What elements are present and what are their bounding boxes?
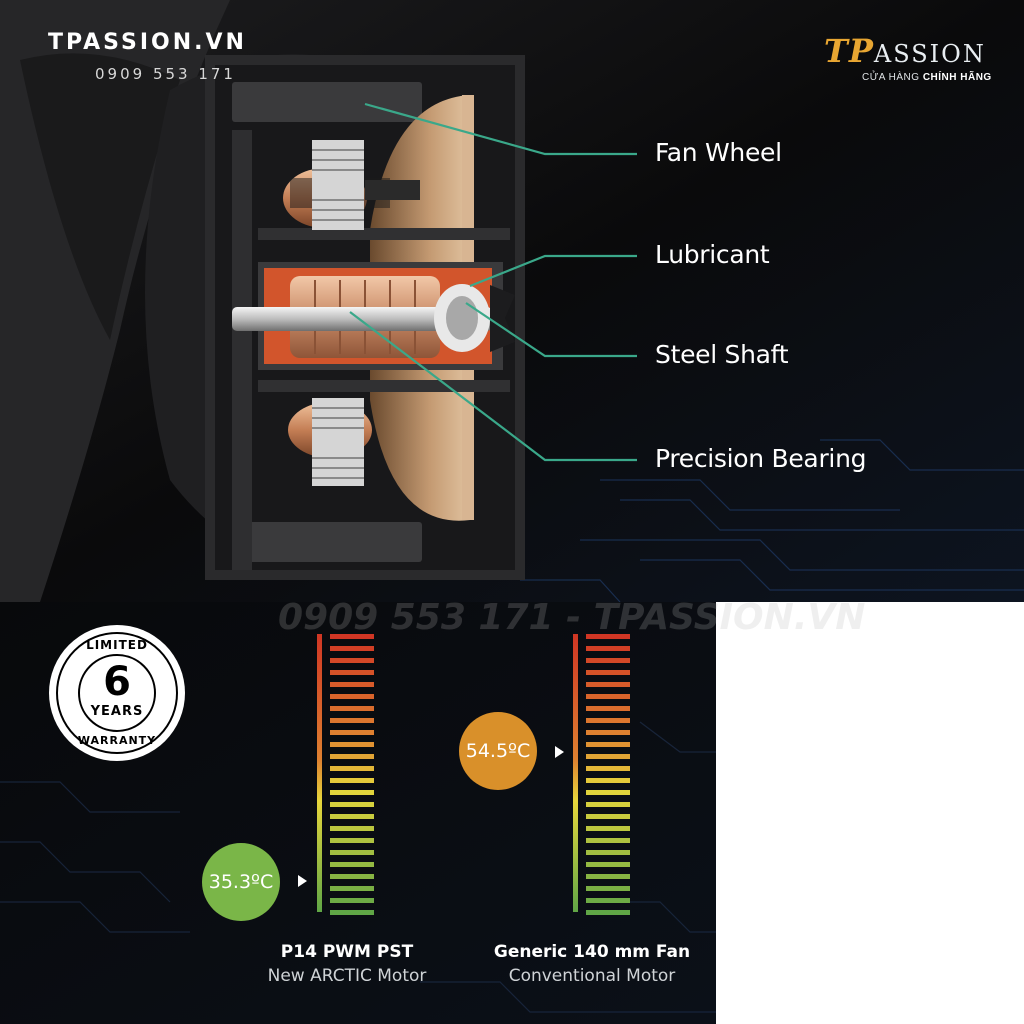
motor-diagram-panel: TPASSION.VN 0909 553 171 TPASSION CỬA HÀ… [0, 0, 1024, 602]
meter-p14-scale-line [317, 634, 322, 912]
meter-generic-segment [586, 778, 630, 783]
callout-steel-shaft: Steel Shaft [655, 340, 789, 369]
site-name: TPASSION.VN [48, 30, 247, 55]
brand-logo-wordmark: TPASSION [824, 32, 986, 70]
fan-label-p14: P14 PWM PST New ARCTIC Motor [232, 942, 462, 986]
meter-generic-segment [586, 814, 630, 819]
meter-p14-segment [330, 718, 374, 723]
warranty-warranty-text: WARRANTY [77, 734, 157, 747]
meter-generic-segment [586, 850, 630, 855]
meter-p14 [317, 634, 374, 915]
meter-p14-segment [330, 730, 374, 735]
callout-fan-wheel: Fan Wheel [655, 138, 782, 167]
fan-label-generic: Generic 140 mm Fan Conventional Motor [472, 942, 712, 986]
brand-logo: TPASSION CỬA HÀNG CHÍNH HÃNG [810, 20, 1005, 90]
meter-p14-segment [330, 814, 374, 819]
meter-p14-segment [330, 754, 374, 759]
meter-p14-segment [330, 910, 374, 915]
fan-name-p14: P14 PWM PST [280, 942, 414, 962]
meter-generic-segment [586, 634, 630, 639]
meter-p14-segment [330, 898, 374, 903]
meter-generic-scale-line [573, 634, 578, 912]
meter-p14-segment [330, 706, 374, 711]
meter-p14-segment [330, 658, 374, 663]
temperature-badge-p14: 35.3ºC [202, 843, 280, 921]
fan-motor-p14: New ARCTIC Motor [267, 966, 427, 986]
meter-generic-segment [586, 886, 630, 891]
meter-p14-segment [330, 670, 374, 675]
meter-generic-segment [586, 838, 630, 843]
meter-p14-segment [330, 790, 374, 795]
meter-p14-segment [330, 634, 374, 639]
meter-p14-segment [330, 886, 374, 891]
motor-cross-section-illustration [0, 0, 1024, 602]
meter-generic-segment [586, 718, 630, 723]
blank-area [716, 602, 1024, 1024]
comparison-graphics [0, 602, 716, 1024]
warranty-limited-text: LIMITED [86, 638, 148, 652]
pointer-arrow-icon [555, 746, 564, 758]
meter-generic-segment [586, 862, 630, 867]
meter-p14-segment [330, 802, 374, 807]
fan-motor-generic: Conventional Motor [508, 966, 676, 986]
meter-generic-segment [586, 874, 630, 879]
meter-generic-segment [586, 742, 630, 747]
warranty-years-text: YEARS [90, 704, 144, 719]
meter-p14-segment [330, 778, 374, 783]
phone-number: 0909 553 171 [95, 65, 236, 83]
callout-lubricant: Lubricant [655, 240, 770, 269]
meter-p14-segment [330, 826, 374, 831]
meter-p14-segment [330, 862, 374, 867]
meter-generic-segment [586, 646, 630, 651]
meter-generic-segment [586, 898, 630, 903]
watermark-text: 0909 553 171 - TPASSION.VN [278, 597, 866, 638]
meter-p14-segment [330, 742, 374, 747]
meter-generic-segment [586, 910, 630, 915]
meter-p14-segment [330, 646, 374, 651]
meter-generic-segment [586, 682, 630, 687]
meter-p14-segment [330, 838, 374, 843]
meter-p14-segment [330, 850, 374, 855]
meter-generic-segment [586, 670, 630, 675]
meter-generic-segment [586, 790, 630, 795]
meter-p14-segment [330, 682, 374, 687]
fan-name-generic: Generic 140 mm Fan [493, 942, 691, 962]
meter-generic-segment [586, 766, 630, 771]
warranty-badge [49, 625, 185, 761]
brand-tagline: CỬA HÀNG CHÍNH HÃNG [862, 72, 992, 83]
meter-p14-segment [330, 874, 374, 879]
temperature-comparison-panel: LIMITED 6 YEARS WARRANTY 35.3ºC 54.5ºC P… [0, 602, 716, 1024]
brand-logo-rest: ASSION [873, 40, 986, 68]
brand-logo-tp: TP [824, 32, 874, 70]
meter-generic-segment [586, 694, 630, 699]
meter-generic-segment [586, 658, 630, 663]
meter-generic-segment [586, 802, 630, 807]
pointer-arrow-icon [298, 875, 307, 887]
meter-generic [573, 634, 630, 915]
meter-generic-segment [586, 754, 630, 759]
meter-generic-segment [586, 826, 630, 831]
meter-generic-segment [586, 730, 630, 735]
brand-tagline-bold: CHÍNH HÃNG [922, 72, 992, 83]
callout-precision-bearing: Precision Bearing [655, 444, 867, 473]
warranty-number: 6 [103, 659, 131, 705]
meter-p14-segment [330, 694, 374, 699]
temperature-badge-generic: 54.5ºC [459, 712, 537, 790]
brand-tagline-prefix: CỬA HÀNG [862, 72, 923, 83]
meter-p14-segment [330, 766, 374, 771]
meter-generic-segment [586, 706, 630, 711]
